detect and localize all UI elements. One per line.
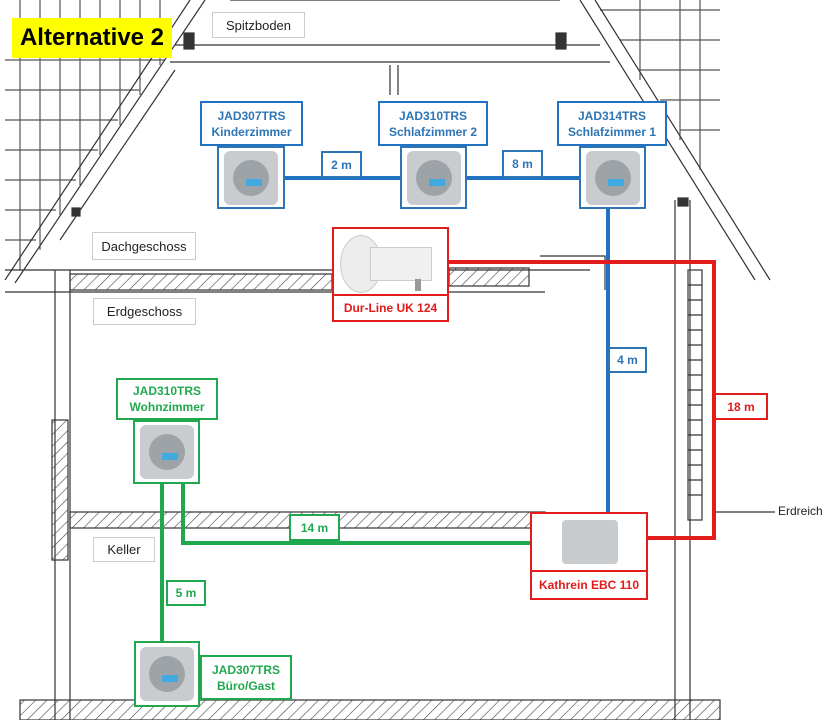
socket-model: JAD310TRS bbox=[132, 384, 202, 398]
socket-model: JAD307TRS bbox=[211, 662, 281, 677]
lnb-label: Dur-Line UK 124 bbox=[334, 294, 447, 316]
floor-label-ground: Erdgeschoss bbox=[93, 298, 196, 325]
socket-model: JAD310TRS bbox=[398, 108, 468, 123]
cable-red-lnb-splitter bbox=[449, 260, 716, 540]
splitter-label: Kathrein EBC 110 bbox=[532, 570, 646, 593]
floor-label-basement: Keller bbox=[93, 537, 155, 562]
antenna-socket-schlafzimmer2 bbox=[400, 146, 467, 209]
socket-label-schlafzimmer2: JAD310TRS Schlafzimmer 2 bbox=[378, 101, 488, 146]
socket-room: Schlafzimmer 2 bbox=[388, 124, 478, 139]
outside-label: Erdreich bbox=[778, 504, 823, 518]
socket-label-schlafzimmer1: JAD314TRS Schlafzimmer 1 bbox=[557, 101, 667, 146]
cable-length-14m: 14 m bbox=[289, 514, 340, 541]
socket-label-wohnzimmer: JAD310TRS Wohnzimmer bbox=[116, 378, 218, 420]
splitter-icon bbox=[562, 520, 618, 564]
socket-model: JAD307TRS bbox=[217, 108, 286, 123]
socket-room: Schlafzimmer 1 bbox=[567, 124, 657, 139]
cable-length-2m: 2 m bbox=[321, 151, 362, 178]
antenna-socket-kinderzimmer bbox=[217, 146, 285, 209]
floor-label-top: Dachgeschoss bbox=[92, 232, 196, 260]
cable-length-5m: 5 m bbox=[166, 580, 206, 606]
antenna-socket-icon bbox=[140, 647, 194, 701]
cable-length-4m: 4 m bbox=[608, 347, 647, 373]
antenna-socket-icon bbox=[585, 150, 640, 205]
antenna-socket-buero bbox=[134, 641, 200, 707]
socket-room: Büro/Gast bbox=[216, 678, 275, 693]
socket-model: JAD314TRS bbox=[577, 108, 647, 123]
cable-length-18m: 18 m bbox=[714, 393, 768, 420]
splitter-box: Kathrein EBC 110 bbox=[530, 512, 648, 600]
antenna-socket-icon bbox=[139, 425, 194, 479]
cable-green-wohn-splitter bbox=[181, 484, 560, 545]
lnb-icon bbox=[340, 233, 444, 293]
title-badge: Alternative 2 bbox=[12, 18, 172, 58]
floor-label-attic: Spitzboden bbox=[212, 12, 305, 38]
socket-room: Wohnzimmer bbox=[129, 400, 205, 414]
socket-label-buero: JAD307TRS Büro/Gast bbox=[200, 655, 292, 700]
lnb-box: Dur-Line UK 124 bbox=[332, 227, 449, 322]
antenna-socket-icon bbox=[224, 150, 278, 205]
antenna-socket-schlafzimmer1 bbox=[579, 146, 646, 209]
socket-room: Kinderzimmer bbox=[211, 124, 292, 139]
socket-label-kinderzimmer: JAD307TRS Kinderzimmer bbox=[200, 101, 303, 146]
antenna-socket-wohnzimmer bbox=[133, 420, 200, 484]
cable-length-8m: 8 m bbox=[502, 150, 543, 178]
antenna-socket-icon bbox=[406, 150, 461, 205]
